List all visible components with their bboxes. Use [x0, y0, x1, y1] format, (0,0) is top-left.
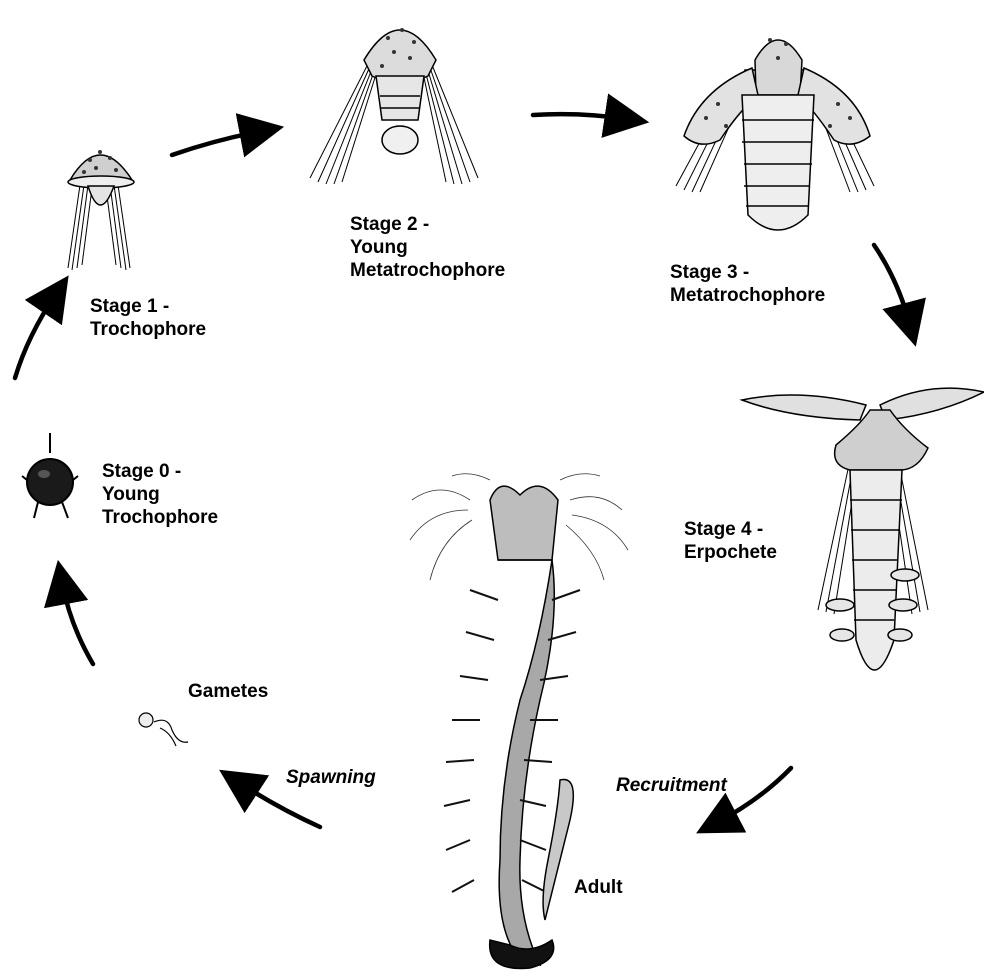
adult-label: Adult: [574, 876, 623, 899]
stage1-larva-illustration: [68, 150, 134, 270]
stage4-larva-illustration: [742, 388, 984, 670]
stage1-label: Stage 1 - Trochophore: [90, 295, 206, 341]
stage4-title: Stage 4 -: [684, 518, 777, 541]
stage0-label: Stage 0 - Young Trochophore: [102, 460, 218, 529]
stage0-name-line2: Trochophore: [102, 506, 218, 529]
stage4-name: Erpochete: [684, 541, 777, 564]
stage0-title: Stage 0 -: [102, 460, 218, 483]
gametes-illustration: [139, 713, 188, 746]
stage1-name: Trochophore: [90, 318, 206, 341]
arrow-stage0-to-stage1: [15, 294, 56, 378]
stage2-name-line1: Young: [350, 236, 505, 259]
stage3-title: Stage 3 -: [670, 261, 825, 284]
stage0-larva-illustration: [22, 433, 78, 518]
stage3-name: Metatrochophore: [670, 284, 825, 307]
arrow-gametes-to-stage0: [62, 582, 93, 664]
stage2-label: Stage 2 - Young Metatrochophore: [350, 213, 505, 282]
arrow-recruitment: [716, 768, 791, 823]
stage1-title: Stage 1 -: [90, 295, 206, 318]
arrow-stage3-to-stage4: [874, 245, 910, 325]
recruitment-label: Recruitment: [616, 774, 727, 797]
stage4-label: Stage 4 - Erpochete: [684, 518, 777, 564]
arrow-stage1-to-stage2: [172, 131, 262, 155]
stage2-title: Stage 2 -: [350, 213, 505, 236]
stage2-larva-illustration: [310, 28, 478, 184]
stage2-name-line2: Metatrochophore: [350, 259, 505, 282]
stage3-label: Stage 3 - Metatrochophore: [670, 261, 825, 307]
gametes-label: Gametes: [188, 680, 268, 703]
stage0-name-line1: Young: [102, 483, 218, 506]
arrow-stage2-to-stage3: [533, 114, 627, 119]
stage3-larva-illustration: [676, 38, 874, 230]
spawning-label: Spawning: [286, 766, 376, 789]
